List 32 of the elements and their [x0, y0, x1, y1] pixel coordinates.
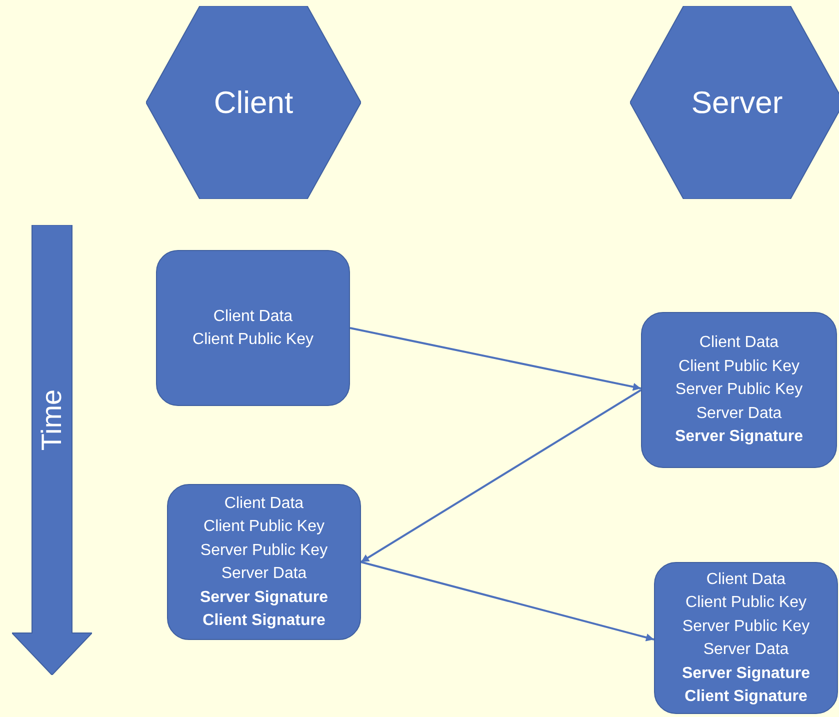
message-field: Client Data	[213, 304, 293, 328]
message-box	[641, 312, 837, 468]
hexagon	[146, 6, 361, 199]
time-arrow	[12, 225, 92, 675]
axis-label: Time	[36, 389, 68, 451]
message-field: Server Public Key	[200, 538, 328, 562]
hexagon	[630, 6, 839, 199]
message-box	[654, 562, 838, 714]
message-field: Server Data	[703, 638, 789, 662]
message-field: Server Signature	[674, 425, 804, 449]
arrow	[350, 327, 642, 391]
hexagon-label: Server	[691, 84, 783, 120]
message-field: Server Public Key	[675, 378, 803, 402]
message-box	[156, 250, 350, 406]
message-field: Client Public Key	[678, 354, 800, 378]
message-box	[167, 484, 361, 640]
message-field: Server Signature	[682, 662, 810, 685]
arrow	[360, 389, 642, 563]
hexagon-label: Client	[214, 84, 294, 120]
message-field: Client Signature	[684, 685, 808, 708]
message-field: Client Data	[699, 331, 779, 355]
message-field: Server Public Key	[682, 614, 810, 638]
message-field: Server Data	[221, 562, 307, 586]
message-field: Server Data	[696, 402, 782, 426]
message-field: Client Public Key	[204, 515, 324, 538]
message-field: Client Public Key	[686, 591, 806, 614]
message-field: Client Data	[706, 568, 786, 591]
message-field: Client Signature	[202, 609, 326, 632]
message-field: Server Signature	[200, 586, 328, 609]
message-field: Client Public Key	[192, 328, 314, 352]
message-field: Client Data	[224, 492, 304, 515]
arrow	[360, 561, 654, 642]
